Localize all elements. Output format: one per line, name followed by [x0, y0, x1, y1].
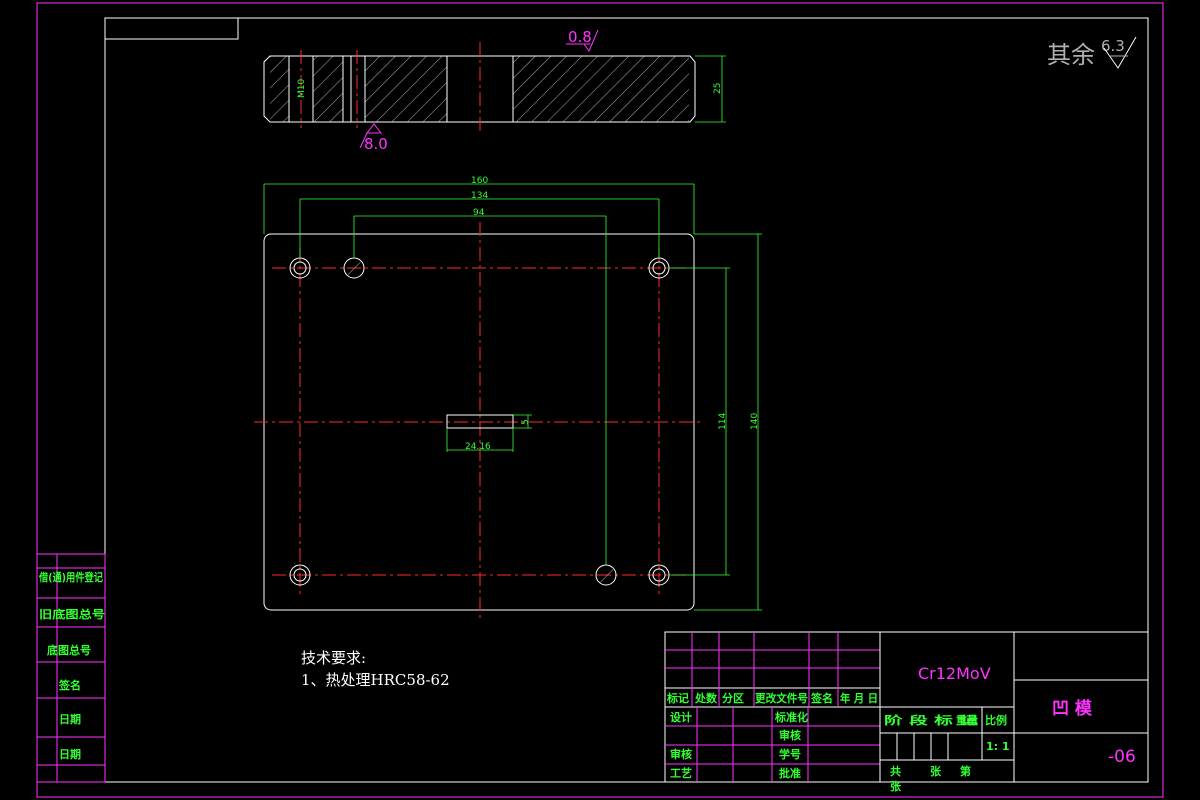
part-name: 凹 模 — [1052, 698, 1093, 719]
section-outline — [263, 55, 696, 123]
tech-req-heading: 技术要求: — [301, 649, 366, 667]
thread-label: M10 — [297, 79, 307, 98]
roughness-other-value: 6.3 — [1101, 37, 1125, 55]
sheet-index-label: 第 — [960, 764, 971, 778]
title-block: 标记 处数 分区 更改文件号 签名 年 月 日 设计 审核 工艺 标准化 审核 … — [664, 631, 1149, 793]
section-view: M10 25 0.8 8.0 — [263, 28, 726, 153]
center-slot — [446, 414, 514, 429]
height-total-dim: 140 — [750, 413, 760, 430]
label-design: 设计 — [670, 710, 692, 724]
scale-header: 比例 — [985, 713, 1007, 727]
roughness-top-symbol — [583, 29, 599, 53]
sheet-border — [36, 2, 1164, 798]
thickness-dim: 25 — [713, 83, 723, 94]
tech-req-item-1: 1、热处理HRC58-62 — [301, 671, 450, 689]
label-standardize: 标准化 — [774, 710, 808, 724]
side-label-old-base-no: 旧底图总号 — [39, 607, 105, 621]
width-pins-dim: 94 — [473, 208, 485, 218]
header-sign: 签名 — [810, 691, 833, 705]
sheet-total-label: 共 — [890, 764, 901, 778]
roughness-other-label: 其余 — [1047, 41, 1095, 69]
drawing-number: -06 — [1108, 747, 1136, 767]
pin-hole-top — [343, 257, 365, 279]
stage-mark-header: 阶 段 标 记 — [884, 713, 978, 727]
width-holes-dim: 134 — [471, 191, 488, 201]
label-review: 审核 — [670, 747, 692, 761]
side-label-borrow: 借(通)用件登记 — [38, 570, 103, 584]
side-label-date-2: 日期 — [59, 747, 81, 761]
drawing-frame — [104, 17, 1149, 783]
pin-hole-bottom — [595, 564, 617, 586]
label-check: 审核 — [779, 728, 801, 742]
scale-value: 1: 1 — [986, 740, 1010, 753]
roughness-bottom-symbol — [365, 123, 383, 134]
slot-width-dim: 24.16 — [465, 442, 491, 452]
corner-code-box — [104, 17, 239, 40]
side-registration-column: 借(通)用件登记 旧底图总号 底图总号 签名 日期 日期 — [36, 553, 106, 783]
header-change-doc: 更改文件号 — [755, 691, 808, 705]
roughness-other-symbol — [1103, 36, 1137, 69]
roughness-top-value: 0.8 — [568, 28, 592, 46]
side-label-date-1: 日期 — [59, 712, 81, 726]
plan-view: 160 134 94 140 114 24.16 5 — [254, 176, 762, 620]
header-date: 年 月 日 — [840, 691, 878, 705]
weight-header: 重量 — [956, 713, 978, 727]
header-count: 处数 — [694, 691, 718, 705]
height-holes-dim: 114 — [718, 413, 728, 430]
label-process: 工艺 — [670, 766, 692, 780]
header-mark: 标记 — [666, 691, 689, 705]
sheet-unit-label: 张 — [930, 764, 942, 778]
roughness-bottom-value: 8.0 — [364, 135, 388, 153]
header-zone: 分区 — [722, 691, 744, 705]
sheet-unit-label-2: 张 — [890, 779, 902, 793]
side-label-sign: 签名 — [58, 678, 81, 692]
width-total-dim: 160 — [471, 176, 488, 186]
slot-height-dim: 5 — [521, 419, 531, 425]
side-label-base-no: 底图总号 — [47, 643, 91, 657]
label-student-no: 学号 — [779, 747, 801, 761]
screw-hole-bottom-left — [289, 564, 311, 586]
material-value: Cr12MoV — [918, 664, 991, 683]
label-approve: 批准 — [779, 766, 801, 780]
